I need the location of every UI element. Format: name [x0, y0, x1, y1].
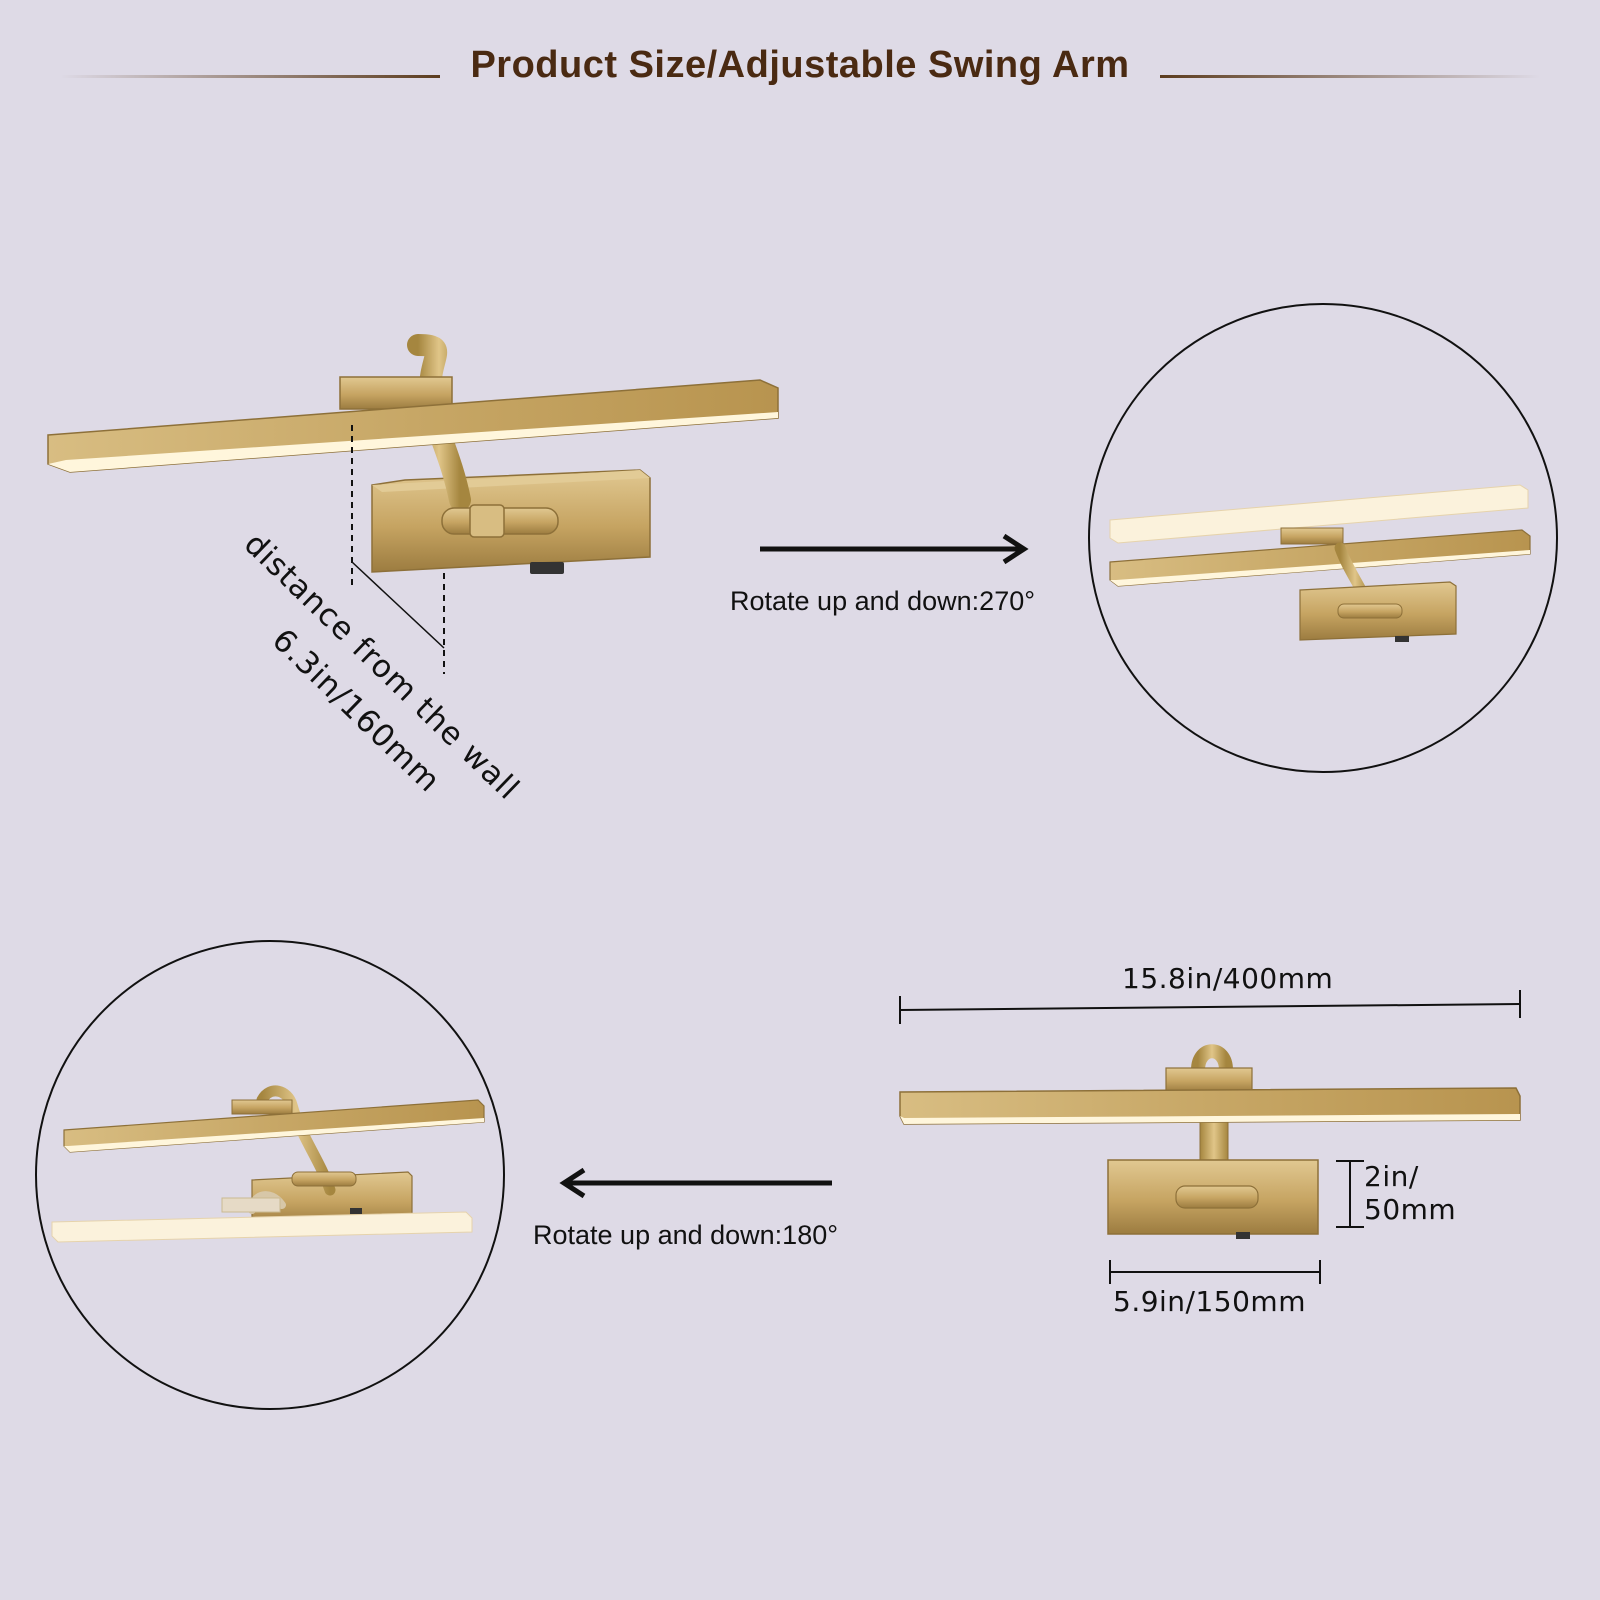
- base-height-line1: 2in/: [1364, 1160, 1419, 1193]
- base-height-line2: 50mm: [1364, 1193, 1457, 1226]
- title-rule-right: [1160, 75, 1540, 78]
- lamp-perspective-view: [47, 334, 779, 674]
- base-height-label: 2in/ 50mm: [1364, 1160, 1456, 1226]
- arrow-left-icon: [559, 1167, 832, 1199]
- arrow-right-icon: [760, 533, 1029, 565]
- rotation-180-circle: [35, 940, 505, 1410]
- lamp-front-view: [899, 990, 1521, 1284]
- rotation-270-circle: [1088, 303, 1558, 773]
- title-rule-left: [60, 75, 440, 78]
- base-width-label: 5.9in/150mm: [1113, 1285, 1306, 1318]
- rotation-270-label: Rotate up and down:270°: [730, 586, 1036, 616]
- rotation-180-label: Rotate up and down:180°: [533, 1220, 839, 1250]
- page-title: Product Size/Adjustable Swing Arm: [470, 44, 1130, 86]
- bar-width-label: 15.8in/400mm: [1122, 962, 1334, 995]
